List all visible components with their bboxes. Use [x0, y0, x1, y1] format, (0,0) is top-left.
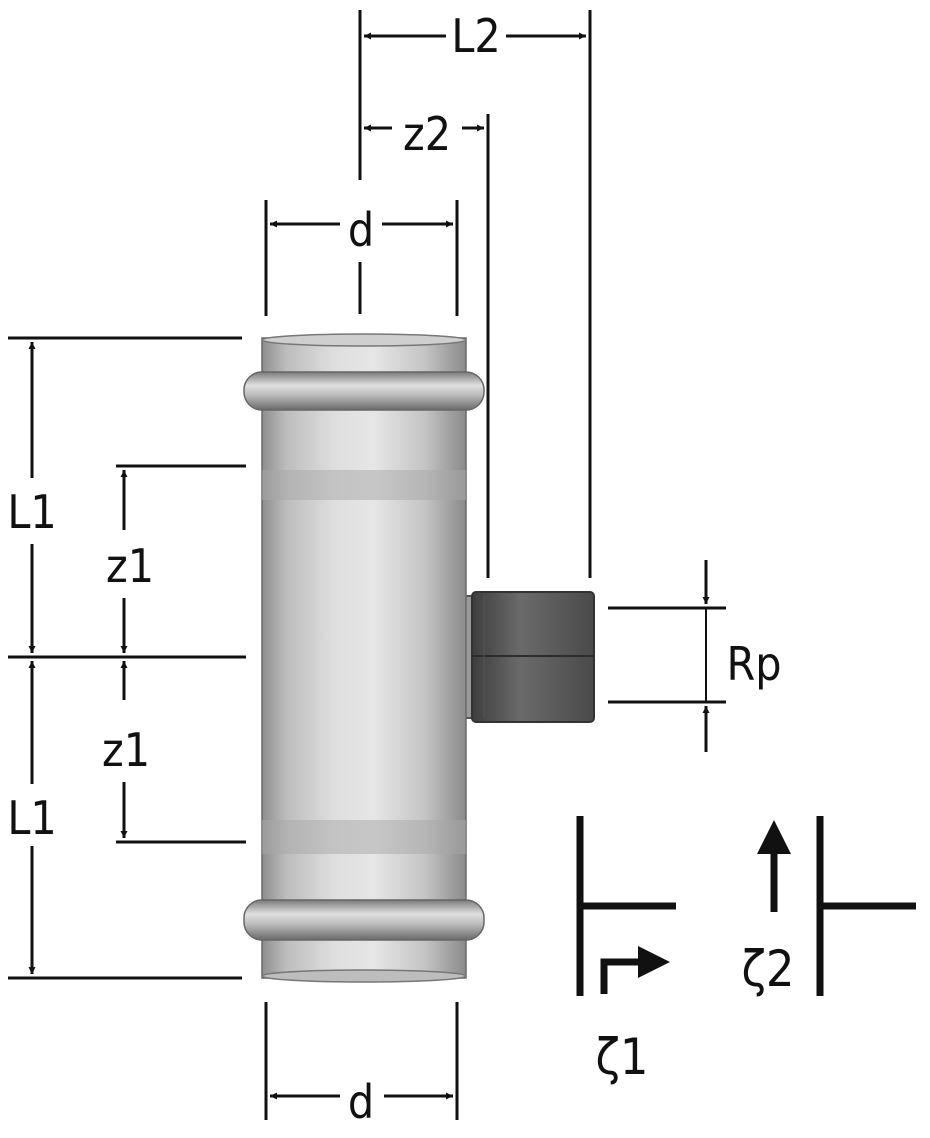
top-rim	[261, 333, 467, 347]
flow-symbol-zeta2	[770, 816, 916, 996]
top-press-bead	[243, 371, 485, 411]
dimension-lines	[8, 10, 726, 1120]
label-z1-upper: z1	[106, 539, 154, 593]
label-zeta2: ζ2	[741, 940, 794, 998]
bottom-press-bead	[243, 899, 485, 941]
label-zeta1: ζ1	[595, 1028, 648, 1086]
label-L1-lower: L1	[7, 791, 56, 845]
flow-symbol-zeta1	[576, 816, 676, 996]
main-pipe	[261, 337, 467, 979]
branch-socket	[451, 591, 595, 723]
label-Rp: Rp	[726, 637, 781, 691]
label-z2: z2	[403, 107, 451, 161]
flow-arrow-up-icon	[757, 820, 791, 854]
tee-fitting	[243, 333, 595, 983]
label-d-bottom: d	[348, 1075, 374, 1129]
bottom-rim	[261, 969, 467, 983]
label-L2: L2	[451, 9, 500, 63]
lower-transition	[262, 820, 466, 854]
label-z1-lower: z1	[102, 723, 150, 777]
label-L1-upper: L1	[7, 485, 56, 539]
upper-transition	[262, 470, 466, 500]
label-d-top: d	[348, 203, 374, 257]
flow-arrow-right-icon	[638, 946, 670, 978]
dimension-labels: L2 z2 d L1 z1 z1 L1 Rp d	[7, 9, 781, 1129]
